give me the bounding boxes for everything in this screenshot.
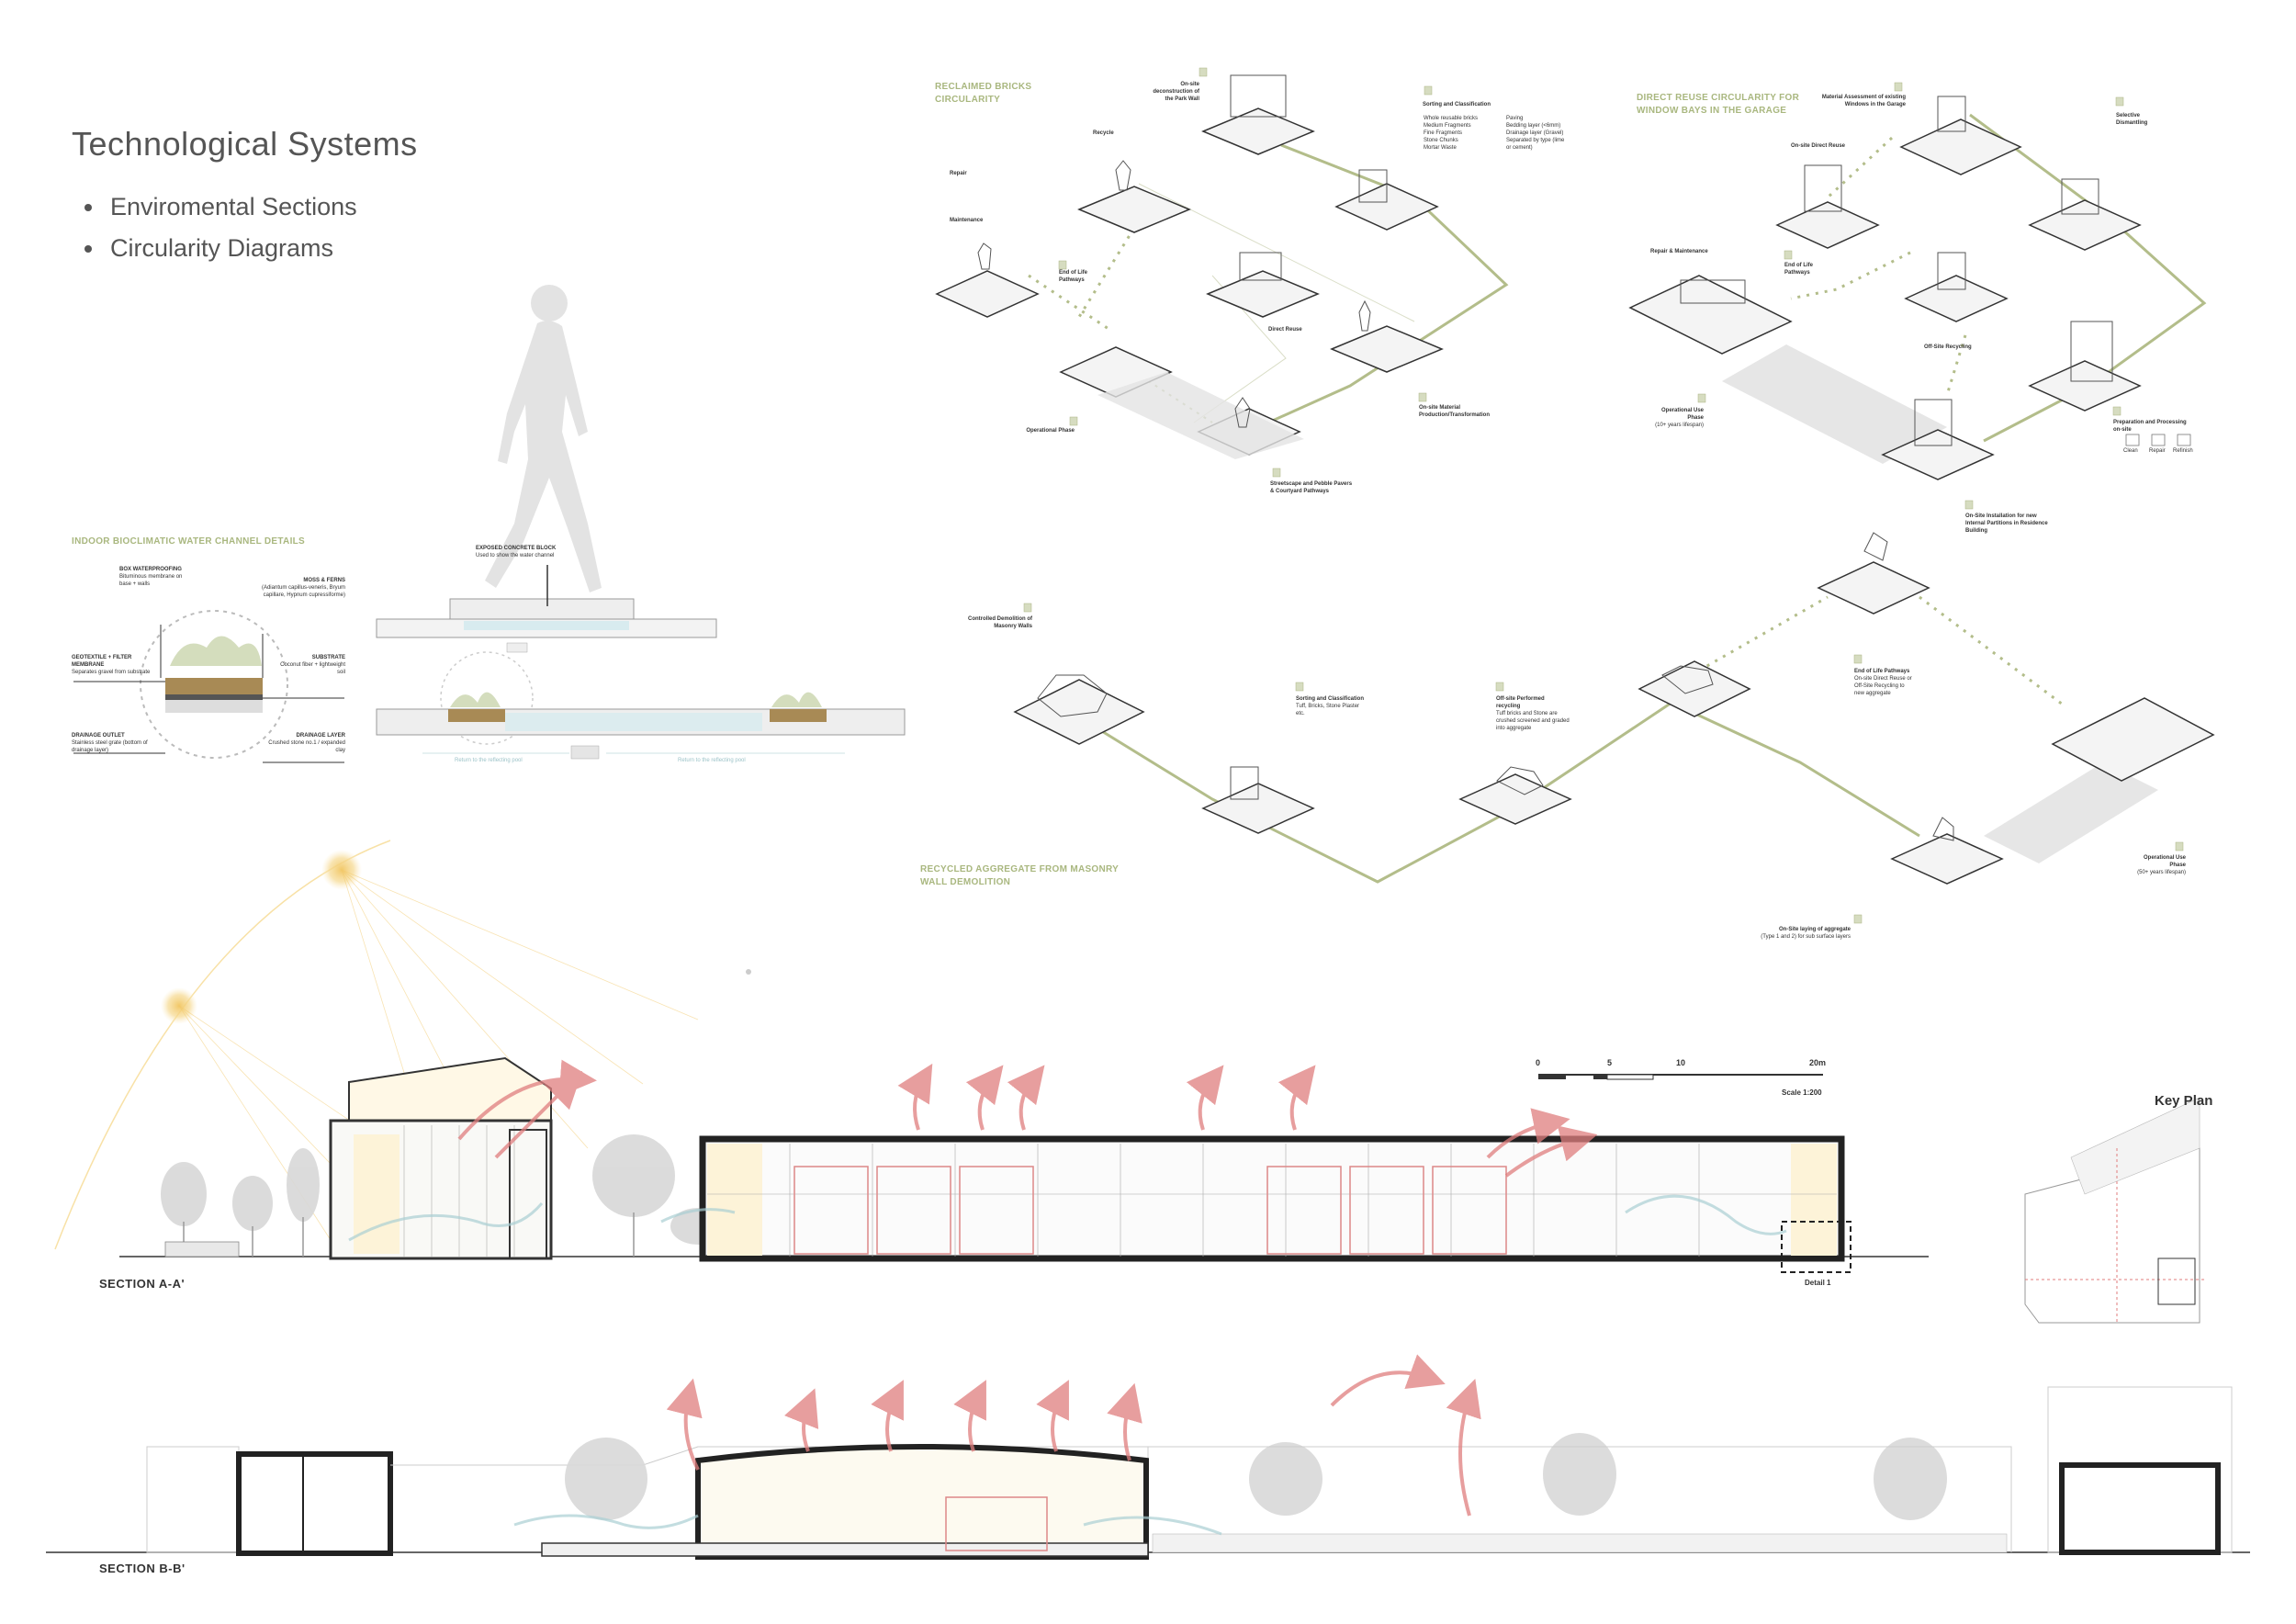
section-b-drawing — [46, 1354, 2250, 1560]
scale-tick-10: 10 — [1676, 1058, 1686, 1067]
moss-ferns-label: MOSS & FERNS(Adiantum capillus-veneris, … — [261, 578, 345, 598]
windows-step-1: Material Assessment of existing Windows … — [1821, 95, 1906, 107]
water-channel-circle-detail — [73, 610, 344, 763]
topic-item: Enviromental Sections — [84, 193, 357, 221]
bricks-step-4: Streetscape and Pebble Pavers & Courtyar… — [1270, 481, 1353, 494]
topic-list: Enviromental Sections Circularity Diagra… — [84, 193, 357, 276]
water-channel-upper-section — [376, 565, 717, 653]
water-channel-lower-section — [376, 651, 906, 760]
aggregate-step-1: Controlled Demolition of Masonry Walls — [968, 616, 1032, 629]
windows-circularity-diagram — [1628, 82, 2207, 510]
page-title: Technological Systems — [72, 125, 418, 163]
aggregate-step-4: On-Site laying of aggregate(Type 1 and 2… — [1761, 927, 1851, 940]
scale-tick-5: 5 — [1607, 1058, 1613, 1067]
windows-step-6: End of Life Pathways — [1784, 263, 1813, 276]
scale-bar — [1538, 1074, 1823, 1080]
section-a-label: SECTION A-A' — [99, 1277, 186, 1291]
bricks-note-maintenance: Maintenance — [950, 218, 984, 223]
bricks-step-6: End of Life Pathways — [1059, 270, 1087, 283]
aggregate-step-5: Operational Use Phase(50+ years lifespan… — [2137, 855, 2186, 875]
scale-label: Scale 1:200 — [1782, 1088, 1822, 1097]
section-a-drawing — [119, 1056, 1929, 1273]
windows-prep-repair: Repair — [2149, 448, 2166, 454]
bricks-step-3: On-site Material Production/Transformati… — [1419, 405, 1491, 418]
windows-step-2: Selective Dismantling — [2116, 113, 2148, 126]
windows-prep-refinish: Refinish — [2173, 448, 2193, 454]
detail-1-label: Detail 1 — [1805, 1279, 1831, 1287]
bricks-note-recycle: Recycle — [1093, 130, 1114, 136]
bricks-note-direct-reuse: Direct Reuse — [1268, 327, 1302, 333]
windows-step-3: Preparation and Processing on-site — [2113, 420, 2187, 433]
windows-step-5: Operational Use Phase(10+ years lifespan… — [1655, 408, 1704, 428]
key-plan-drawing — [2024, 1097, 2204, 1324]
windows-note-recycling: Off-Site Recycling — [1924, 344, 1972, 350]
key-plan-label: Key Plan — [2155, 1093, 2213, 1109]
bullet-icon — [84, 245, 92, 253]
bricks-step-2: Sorting and Classification — [1423, 102, 1491, 107]
aggregate-circularity-diagram — [1013, 532, 2215, 924]
bricks-circularity-diagram — [935, 67, 1509, 478]
bullet-icon — [84, 204, 92, 211]
bricks-note-repair: Repair — [950, 171, 967, 176]
bricks-step-5: Operational Phase — [1026, 428, 1075, 434]
return-right-label: Return to the reflecting pool — [678, 758, 746, 763]
scale-tick-0: 0 — [1536, 1058, 1541, 1067]
scale-tick-20: 20m — [1809, 1058, 1827, 1067]
windows-note-direct-reuse: On-site Direct Reuse — [1791, 143, 1846, 149]
section-b-label: SECTION B-B' — [99, 1562, 186, 1575]
bricks-step-1: On-site deconstruction of the Park Wall — [1153, 82, 1199, 102]
return-left-label: Return to the reflecting pool — [455, 758, 523, 763]
windows-prep-clean: Clean — [2123, 448, 2138, 454]
windows-note-repair: Repair & Maintenance — [1650, 249, 1708, 254]
person-silhouette — [485, 285, 602, 592]
water-channel-heading: INDOOR BIOCLIMATIC WATER CHANNEL DETAILS — [72, 536, 306, 547]
topic-item: Circularity Diagrams — [84, 234, 357, 263]
windows-step-4: On-Site Installation for new Internal Pa… — [1965, 513, 2048, 534]
